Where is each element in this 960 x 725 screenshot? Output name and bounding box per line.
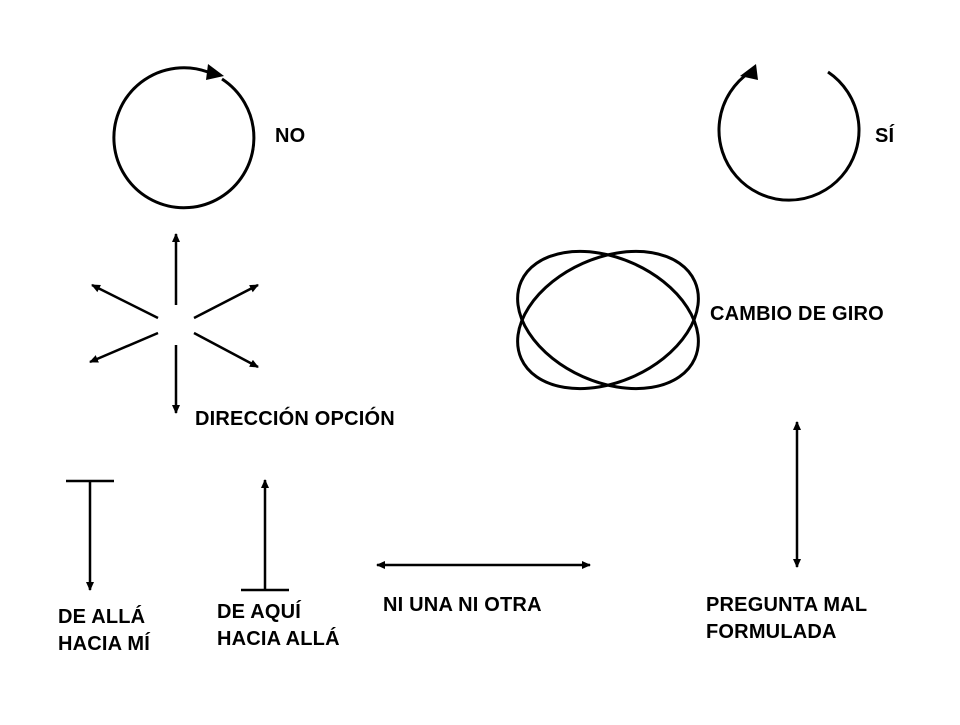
ellipse-a	[516, 249, 700, 391]
arrow-down-right	[193, 331, 259, 369]
label-no: NO	[275, 125, 306, 147]
label-ni-una-ni-otra: NI UNA NI OTRA	[383, 594, 542, 616]
arrow-up-right	[193, 283, 259, 320]
no-rotation-arrowhead	[206, 64, 224, 80]
ellipse-b	[516, 249, 700, 391]
arrow-up-left	[91, 283, 159, 320]
no-rotation-icon	[112, 64, 256, 210]
direction-arrows-icon	[89, 233, 259, 414]
label-de-aqui-line2: HACIA ALLÁ	[217, 628, 340, 650]
label-pregunta-line2: FORMULADA	[706, 621, 837, 643]
arrow-down-left	[89, 331, 159, 364]
label-si: SÍ	[875, 125, 895, 147]
label-direccion-opcion: DIRECCIÓN OPCIÓN	[195, 408, 395, 430]
label-de-aqui-line1: DE AQUÍ	[217, 601, 301, 623]
label-de-alla-line1: DE ALLÁ	[58, 606, 146, 628]
toward-me-icon	[66, 479, 114, 591]
away-from-me-icon	[241, 479, 289, 592]
label-de-alla-line2: HACIA MÍ	[58, 633, 150, 655]
label-pregunta-line1: PREGUNTA MAL	[706, 594, 868, 616]
si-rotation-icon	[717, 64, 861, 202]
label-cambio-giro: CAMBIO DE GIRO	[710, 303, 884, 325]
change-rotation-icon	[516, 249, 700, 391]
si-rotation-arrowhead	[740, 64, 758, 80]
